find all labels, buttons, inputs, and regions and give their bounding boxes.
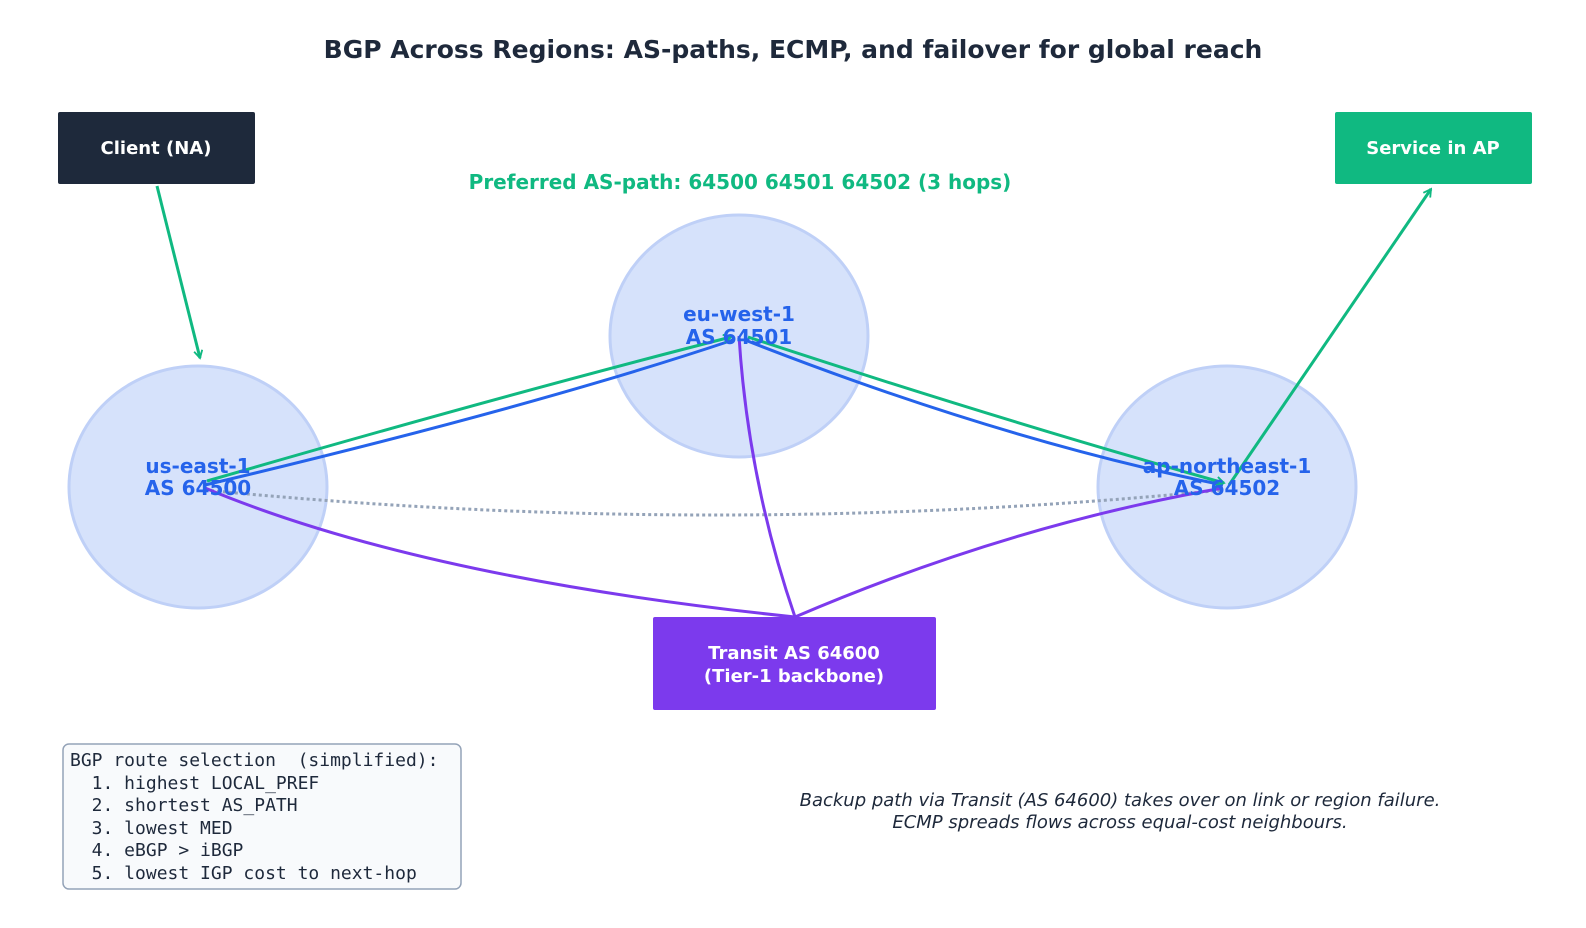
transit-link-us-east (204, 486, 796, 619)
peering-link-us-eu (204, 338, 734, 487)
preferred-path-label: Preferred AS-path: 64500 64501 64502 (3 … (469, 170, 1012, 194)
route-selection-item: 2. shortest AS_PATH (70, 795, 298, 816)
client-label: Client (NA) (101, 138, 212, 159)
service-label: Service in AP (1366, 138, 1499, 159)
ap-to-service-arrow (1227, 189, 1433, 486)
route-selection-heading: BGP route selection (simplified): (70, 750, 438, 771)
region-node-ap-northeast-1 (1096, 364, 1358, 610)
failover-note-line1: Backup path via Transit (AS 64600) takes… (800, 790, 1441, 811)
preferred-link-eu-ap (747, 335, 1224, 483)
service-box (1335, 112, 1532, 184)
transit-link-ap-northeast (794, 486, 1224, 619)
backup-dotted-link (204, 488, 1224, 517)
region-name-us-east-1: us-east-1 (145, 454, 250, 478)
preferred-link-us-eu (206, 337, 731, 483)
region-asn-us-east-1: AS 64500 (145, 476, 251, 500)
diagram-title: BGP Across Regions: AS-paths, ECMP, and … (324, 35, 1263, 64)
client-box (58, 112, 255, 184)
route-selection-item: 5. lowest IGP cost to next-hop (70, 863, 417, 884)
region-asn-eu-west-1: AS 64501 (686, 325, 792, 349)
region-name-eu-west-1: eu-west-1 (683, 302, 795, 326)
route-selection-item: 3. lowest MED (70, 818, 233, 839)
route-selection-item: 1. highest LOCAL_PREF (70, 773, 319, 794)
region-asn-ap-northeast-1: AS 64502 (1174, 476, 1280, 500)
transit-label-line2: (Tier-1 backbone) (704, 666, 884, 687)
region-name-ap-northeast-1: ap-northeast-1 (1143, 454, 1312, 478)
transit-link-eu-west (737, 335, 797, 618)
transit-box (653, 617, 936, 710)
route-selection-box (62, 743, 462, 890)
region-node-us-east-1 (67, 364, 329, 610)
client-to-us-east-arrow (155, 185, 200, 358)
failover-note-line2: ECMP spreads flows across equal-cost nei… (892, 812, 1347, 833)
route-selection-item: 4. eBGP > iBGP (70, 840, 244, 861)
transit-label-line1: Transit AS 64600 (708, 643, 880, 664)
peering-link-eu-ap (744, 338, 1224, 487)
